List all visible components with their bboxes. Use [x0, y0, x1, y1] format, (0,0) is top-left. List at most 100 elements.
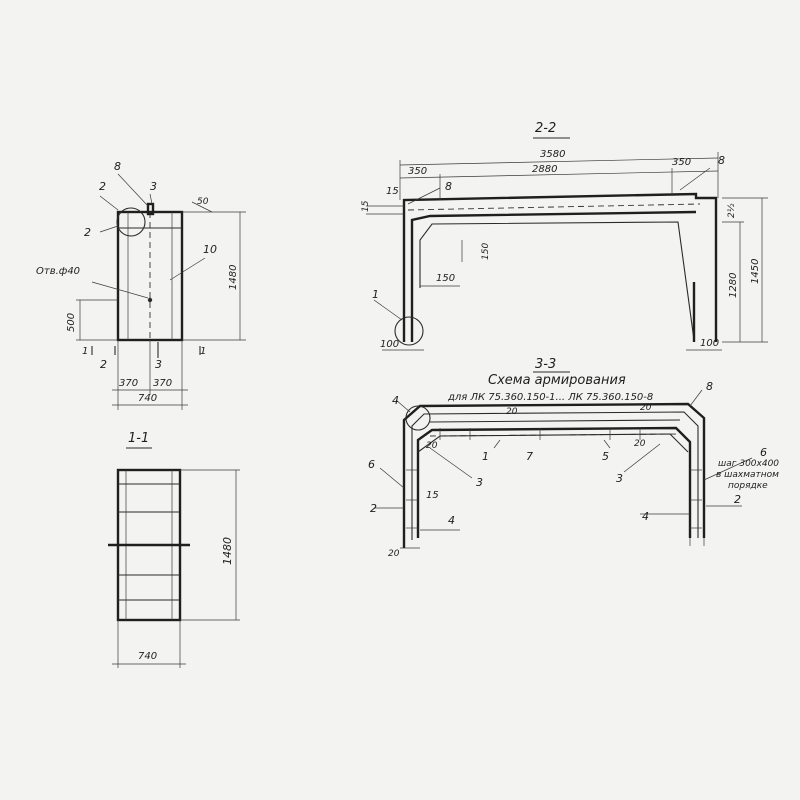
- leader-line: [117, 173, 149, 207]
- mark-3: 3: [476, 476, 483, 489]
- section-title: 1-1: [128, 431, 149, 446]
- section-mark-1: 1: [200, 346, 206, 357]
- dim-50: 50: [197, 197, 209, 207]
- dim-20: 20: [506, 407, 518, 417]
- dim-20: 20: [634, 439, 646, 449]
- dim-500: 500: [66, 313, 77, 332]
- mark-4: 4: [448, 514, 455, 527]
- detail-circle: [116, 207, 146, 237]
- dim-370: 370: [153, 378, 172, 389]
- mark-2: 2: [99, 180, 106, 193]
- mark-8: 8: [114, 160, 121, 173]
- dim-150: 150: [436, 273, 455, 284]
- mark-8: 8: [445, 180, 452, 193]
- beam-haunch: [419, 221, 695, 341]
- mark-7: 7: [526, 450, 533, 463]
- beam-inner: [410, 210, 697, 342]
- hole-center: [147, 297, 153, 303]
- leader-line: [149, 193, 153, 205]
- dim-line-2880: [399, 170, 719, 179]
- dim-100: 100: [700, 338, 719, 349]
- stirrup-note-line-2: в шахматном: [716, 470, 779, 480]
- leader-line: [703, 457, 753, 481]
- loop-insert: [146, 202, 155, 216]
- beam-outline: [402, 192, 718, 342]
- mark-6: 6: [760, 446, 767, 459]
- mark-4: 4: [642, 510, 649, 523]
- section-2-2: 2-2 3580 350 2880 350 8: [361, 121, 768, 351]
- dim-20: 20: [388, 549, 400, 559]
- leader-line: [603, 439, 611, 449]
- leader-line: [91, 281, 149, 299]
- mark-3: 3: [616, 472, 623, 485]
- section-1-1: 1-1 1480 740: [108, 431, 240, 668]
- rebar-haunch: [417, 433, 689, 453]
- hole-label: Отв.ф40: [36, 266, 80, 277]
- dim-150: 150: [481, 243, 491, 260]
- beam-axis: [407, 203, 701, 211]
- reinforcement-heading: Схема армирования: [488, 373, 626, 388]
- dim-3580: 3580: [540, 149, 565, 160]
- leader-line: [679, 167, 711, 191]
- leader-line: [395, 399, 411, 413]
- dim-2880: 2880: [532, 164, 557, 175]
- mark-3: 3: [150, 180, 157, 193]
- mark-3: 3: [155, 358, 162, 371]
- dim-740: 740: [138, 393, 157, 404]
- rebar-cage: [411, 411, 699, 540]
- leader-line: [429, 447, 473, 479]
- leader-line: [99, 225, 119, 233]
- frame-outer: [402, 402, 706, 548]
- leader-line: [689, 389, 703, 407]
- dim-1280: 1280: [728, 273, 739, 298]
- leader-line: [407, 187, 441, 205]
- mark-1: 1: [482, 450, 489, 463]
- mark-2: 2: [734, 493, 741, 506]
- section-title: 3-3: [535, 357, 556, 372]
- rebar-longitudinal: [429, 419, 681, 423]
- mark-2: 2: [370, 502, 377, 515]
- dim-350: 350: [408, 166, 427, 177]
- dim-15: 15: [361, 200, 371, 212]
- leader-line: [623, 443, 661, 473]
- dim-1480: 1480: [221, 537, 234, 565]
- dim-1480: 1480: [228, 265, 239, 290]
- mark-2: 2: [84, 226, 91, 239]
- section-mark-1: 1: [82, 346, 88, 357]
- stirrup-note-line-3: порядке: [728, 481, 768, 491]
- frame-inner: [416, 426, 692, 538]
- mark-5: 5: [602, 450, 609, 463]
- dim-offset: 2½: [727, 203, 737, 218]
- dim-15: 15: [386, 186, 399, 197]
- leader-line: [373, 299, 403, 321]
- mark-8: 8: [718, 154, 725, 167]
- dim-100: 100: [380, 339, 399, 350]
- leader-line: [99, 195, 119, 211]
- section-title: 2-2: [535, 121, 556, 136]
- mark-10: 10: [203, 243, 217, 256]
- dim-20: 20: [640, 403, 652, 413]
- leader-line: [379, 467, 405, 489]
- leader-line: [493, 439, 501, 449]
- mark-8: 8: [706, 380, 713, 393]
- mark-2: 2: [100, 358, 107, 371]
- dim-370: 370: [119, 378, 138, 389]
- mark-6: 6: [368, 458, 375, 471]
- dim-740: 740: [138, 651, 157, 662]
- dim-1450: 1450: [750, 259, 761, 284]
- reinforcement-subheading: для ЛК 75.360.150-1... ЛК 75.360.150-8: [447, 392, 653, 403]
- front-view: 2 8 3 2 10 Отв.ф40 50 1480 500 1 1 2 3 3…: [36, 160, 246, 410]
- detail-circle: [405, 405, 431, 431]
- detail-circle: [394, 316, 424, 346]
- section-3-3: 3-3 Схема армирования для ЛК 75.360.150-…: [368, 357, 779, 559]
- dim-15: 15: [426, 490, 439, 501]
- mark-4: 4: [392, 394, 399, 407]
- stirrup-ticks: [406, 428, 702, 529]
- dim-line-3580: [399, 157, 719, 166]
- dim-350: 350: [672, 157, 691, 168]
- mark-1: 1: [372, 288, 379, 301]
- dim-20: 20: [426, 441, 438, 451]
- stirrup-note-line-1: шаг 300х400: [718, 459, 779, 469]
